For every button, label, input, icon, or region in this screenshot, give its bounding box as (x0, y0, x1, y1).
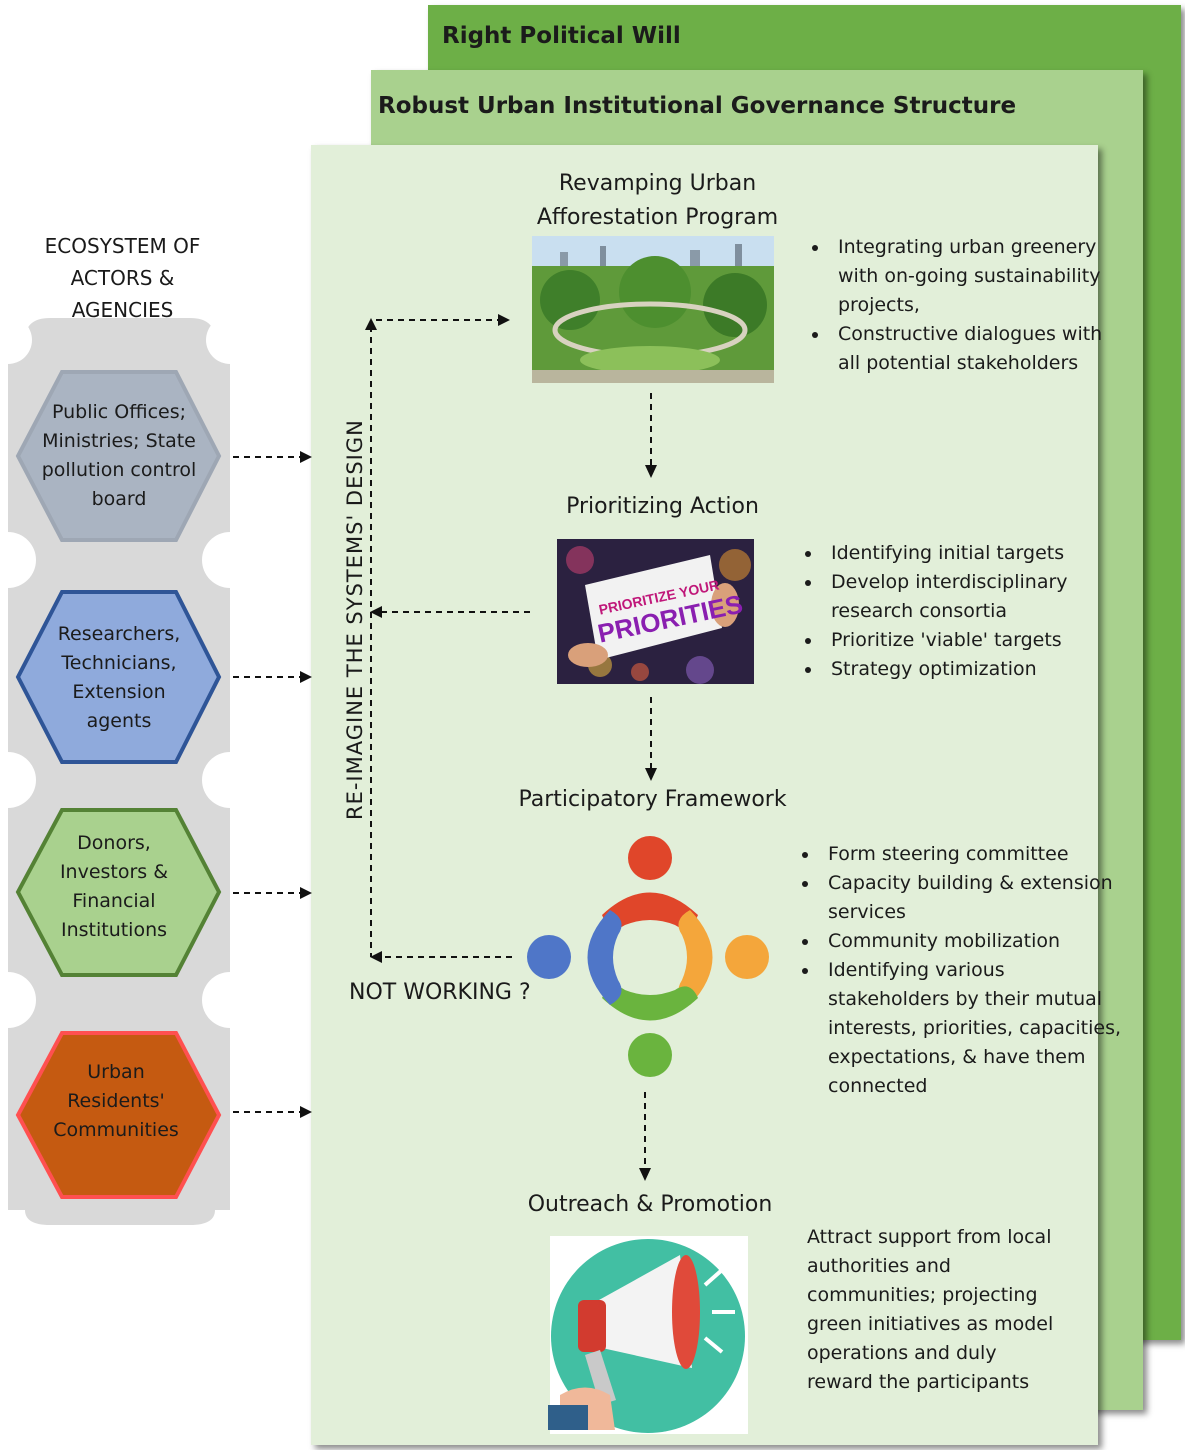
political-will-title: Right Political Will (442, 23, 681, 49)
arrowhead (300, 671, 312, 683)
actor-label-donors: Donors, Investors & Financial Institutio… (59, 832, 169, 941)
bullet-item: Prioritize 'viable' targets (823, 626, 1123, 655)
bullet-item: Form steering committee (820, 840, 1125, 869)
stage-text-outreach: Attract support from local authorities a… (807, 1226, 1054, 1393)
arrowhead (300, 887, 312, 899)
bullet-item: Integrating urban greenery with on-going… (830, 233, 1105, 320)
prioritize-sign-photo: PRIORITIZE YOUR PRIORITIES (557, 539, 754, 684)
ecosystem-title: ECOSYSTEM OF ACTORS & AGENCIES (44, 234, 201, 322)
people-circle-icon (527, 836, 769, 1077)
actor-hexagon-researchers (15, 590, 222, 764)
arrowhead (498, 314, 510, 326)
urban-park-photo (532, 236, 774, 383)
connector-notch (202, 972, 258, 1028)
connector-notch (0, 316, 32, 364)
megaphone-icon (548, 1236, 748, 1434)
arrowhead (365, 318, 377, 330)
bullet-item: Constructive dialogues with all potentia… (830, 320, 1105, 378)
bullet-item: Capacity building & extension services (820, 869, 1125, 927)
stage-title-prioritizing: Prioritizing Action (566, 494, 759, 519)
stage-bullets-prioritizing: Identifying initial targets Develop inte… (793, 539, 1123, 684)
arrowhead (370, 951, 382, 963)
connector-notch (206, 316, 254, 364)
actor-hexagon-public-offices (15, 370, 222, 542)
stage-title-revamping: Revamping Urban Afforestation Program (536, 171, 779, 230)
arrowhead (645, 465, 657, 478)
governance-title: Robust Urban Institutional Governance St… (378, 93, 1017, 119)
bullet-item: Identifying initial targets (823, 539, 1123, 568)
stage-bullets-revamping: Integrating urban greenery with on-going… (800, 233, 1105, 378)
arrowhead (370, 606, 382, 618)
connector-notch (202, 532, 258, 588)
actor-label-residents: Urban Residents' Communities (53, 1061, 179, 1141)
bullet-item: Identifying various stakeholders by thei… (820, 956, 1125, 1101)
arrowhead (639, 1168, 651, 1181)
bullet-item: Strategy optimization (823, 655, 1123, 684)
not-working-label: NOT WORKING ? (349, 980, 531, 1005)
actor-hexagon-residents (15, 1031, 222, 1199)
arrowhead (300, 1106, 312, 1118)
arrowhead (645, 768, 657, 781)
connector-notch (0, 752, 36, 808)
stage-bullets-participatory: Form steering committee Capacity buildin… (790, 840, 1125, 1101)
stage-title-outreach: Outreach & Promotion (527, 1192, 773, 1217)
bullet-item: Develop interdisciplinary research conso… (823, 568, 1123, 626)
actor-label-public-offices: Public Offices; Ministries; State pollut… (41, 401, 197, 510)
ecosystem-connector-bar (8, 318, 230, 1225)
bullet-item: Community mobilization (820, 927, 1125, 956)
connector-notch (0, 972, 36, 1028)
actor-hexagon-donors (15, 808, 222, 977)
connector-notch (202, 752, 258, 808)
arrowhead (300, 451, 312, 463)
reimagine-label: RE-IMAGINE THE SYSTEMS' DESIGN (343, 419, 367, 820)
actor-label-researchers: Researchers, Technicians, Extension agen… (57, 623, 181, 732)
connector-notch (0, 532, 36, 588)
stage-title-participatory: Participatory Framework (518, 787, 787, 812)
